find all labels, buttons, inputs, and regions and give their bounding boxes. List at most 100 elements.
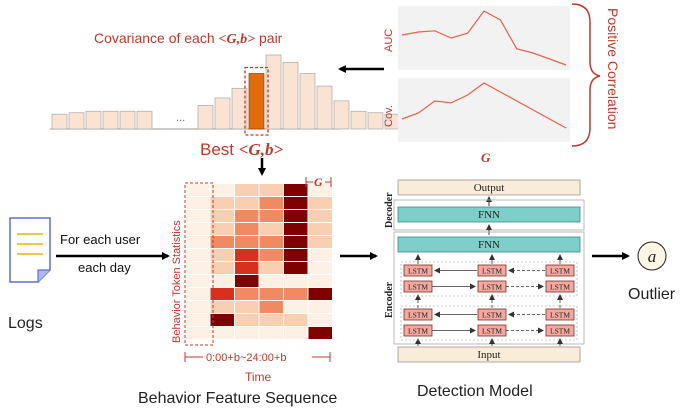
- lstm-cell: [545, 324, 575, 337]
- heatmap-cell: [284, 184, 308, 196]
- heatmap-cell: [259, 314, 283, 326]
- heatmap-cell: [308, 288, 332, 300]
- behavior-token-statistics-label: Behavior Token Statistics: [171, 220, 183, 343]
- model-caption: Detection Model: [417, 383, 533, 400]
- heatmap-cell: [308, 301, 332, 313]
- lstm-cell-label: LSTM: [408, 311, 428, 320]
- heatmap-cell: [308, 210, 332, 222]
- cov-axis-label: Cov.: [383, 105, 395, 127]
- outlier-symbol: a: [648, 247, 657, 266]
- heatmap-cell: [235, 236, 259, 248]
- histogram-bar: [231, 87, 248, 130]
- positive-correlation-label: Positive Correlation: [605, 8, 621, 129]
- heatmap-cell: [284, 314, 308, 326]
- heatmap-cell: [284, 275, 308, 287]
- histogram-bar: [85, 110, 102, 130]
- heatmap-cell: [235, 327, 259, 339]
- lstm-cell-label: LSTM: [482, 311, 502, 320]
- lstm-cell: [545, 308, 575, 321]
- detection-model-panel: Output Decoder FNN Encoder FNN LSTM LSTM L…: [384, 179, 676, 400]
- heatmap-cell: [186, 262, 210, 274]
- heatmap-cell: [186, 236, 210, 248]
- heatmap-cell: [259, 223, 283, 235]
- correlation-panel: AUC Cov. G Positive Correlation: [338, 3, 621, 165]
- heatmap-cell: [259, 249, 283, 261]
- lstm-cell-label: LSTM: [550, 283, 570, 292]
- heatmap-cell: [259, 210, 283, 222]
- heatmap-cell: [259, 236, 283, 248]
- input-label: Input: [477, 349, 500, 361]
- g-interval-label: G: [314, 175, 323, 189]
- histogram-bar: [102, 110, 119, 130]
- heatmap-cell: [284, 197, 308, 209]
- heatmap-cell: [210, 236, 234, 248]
- auc-chart-background: [398, 6, 570, 70]
- heatmap-cell: [308, 184, 332, 196]
- heatmap-cell: [235, 223, 259, 235]
- heatmap-cell: [308, 223, 332, 235]
- outlier-node: [637, 241, 667, 271]
- heatmap-cell: [210, 275, 234, 287]
- logs-label: Logs: [8, 315, 43, 332]
- decoder-fnn-label: FNN: [478, 209, 500, 221]
- histogram-bar: [214, 97, 231, 130]
- time-axis-label: Time: [245, 370, 272, 384]
- logs-panel: Logs For each user each day: [8, 217, 170, 332]
- heatmap-cell: [284, 262, 308, 274]
- auc-axis-label: AUC: [383, 29, 395, 52]
- heatmap-cell: [259, 301, 283, 313]
- lstm-cell-label: LSTM: [408, 327, 428, 336]
- heatmap-cell: [259, 275, 283, 287]
- heatmap-cell: [308, 275, 332, 287]
- heatmap-cell: [235, 262, 259, 274]
- decoder-label: Decoder: [384, 192, 395, 228]
- encoder-label: Encoder: [384, 281, 395, 318]
- lstm-cell-label: LSTM: [408, 283, 428, 292]
- input-box: [397, 346, 581, 363]
- auc-series-line: [401, 10, 567, 66]
- heatmap-cell: [235, 314, 259, 326]
- heatmap-cell: [186, 327, 210, 339]
- lstm-cell-label: LSTM: [550, 327, 570, 336]
- heatmap-cell: [235, 301, 259, 313]
- heatmap-cell: [284, 301, 308, 313]
- heatmap-cell: [210, 210, 234, 222]
- lstm-cell: [403, 308, 433, 321]
- heatmap-cell: [235, 288, 259, 300]
- lstm-cell: [403, 264, 433, 277]
- heatmap-cell: [186, 184, 210, 196]
- output-box: [397, 179, 581, 196]
- heatmap-cell: [186, 249, 210, 261]
- feature-caption: Behavior Feature Sequence: [138, 390, 337, 407]
- heatmap-cell: [235, 197, 259, 209]
- best-pair-label: Best <G,b>: [200, 140, 283, 159]
- best-pair-highlight-box: [244, 66, 269, 136]
- encoder-fnn-label: FNN: [478, 239, 500, 251]
- positive-correlation-brace: [571, 3, 601, 147]
- heatmap-cell: [210, 262, 234, 274]
- heatmap-cell: [284, 249, 308, 261]
- encoder-frame: [393, 231, 585, 345]
- time-range-label: 0:00+b~24:00+b: [206, 352, 286, 364]
- histogram-bars-right: [197, 54, 401, 130]
- heatmap-cell: [235, 184, 259, 196]
- histogram-bar: [136, 110, 153, 130]
- histogram-bar: [350, 110, 367, 130]
- outlier-label: Outlier: [628, 286, 676, 303]
- heatmap-cell: [235, 275, 259, 287]
- heatmap-cell: [210, 249, 234, 261]
- heatmap-cell: [186, 314, 210, 326]
- histogram-bar: [316, 85, 333, 130]
- heatmap-cell: [210, 223, 234, 235]
- heatmap-cell: [308, 327, 332, 339]
- output-label: Output: [474, 182, 505, 194]
- heatmap-cell: [308, 262, 332, 274]
- cov-chart-background: [398, 78, 570, 142]
- histogram-bar: [333, 100, 350, 130]
- lstm-cell-label: LSTM: [482, 267, 502, 276]
- heatmap-cell: [284, 210, 308, 222]
- lstm-cell: [545, 264, 575, 277]
- histogram-bar: [51, 113, 68, 130]
- heatmap-cell: [210, 301, 234, 313]
- heatmap-cell: [284, 223, 308, 235]
